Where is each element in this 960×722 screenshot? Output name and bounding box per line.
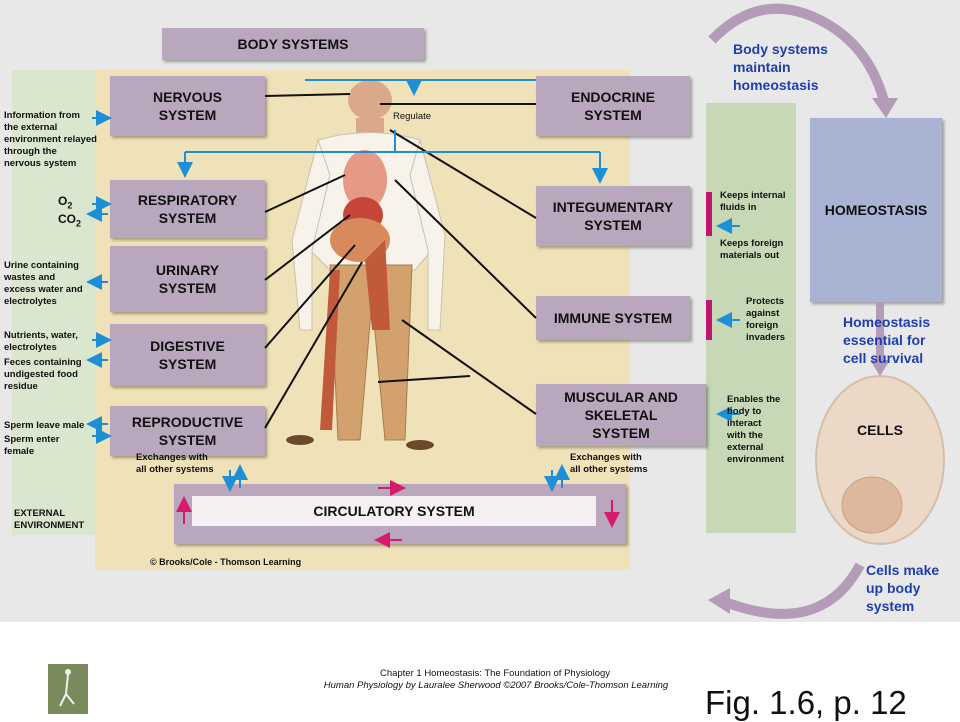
cycle-arrow-top (708, 3, 890, 107)
note-enables: Enables the body to interact with the ex… (727, 394, 785, 465)
note-protects: Protects against foreign invaders (746, 296, 786, 343)
o2-subscript: 2 (67, 200, 73, 211)
footer-thumbnail (48, 664, 88, 714)
note-sperm-leave: Sperm leave male (4, 420, 85, 431)
cycle-makeup-text: Cells make up body system (866, 562, 940, 614)
o2-text: O (58, 194, 68, 208)
cycle-essential-text: Homeostasis essential for cell survival (843, 314, 931, 366)
note-keeps-foreign: Keeps foreign materials out (720, 238, 784, 261)
reproductive-system-box: REPRODUCTIVE SYSTEM (110, 406, 265, 456)
respiratory-system-box: RESPIRATORY SYSTEM (110, 180, 265, 238)
note-urine: Urine containing wastes and excess water… (4, 260, 83, 307)
cycle-arrow-bottom (718, 562, 865, 619)
note-exchanges-left: Exchanges with all other systems (136, 452, 214, 475)
note-co2: CO2 (58, 212, 81, 228)
integumentary-system-box: INTEGUMENTARY SYSTEM (536, 186, 690, 246)
body-systems-title: BODY SYSTEMS (162, 28, 424, 60)
cell-nucleus (841, 476, 903, 534)
note-regulate: Regulate (393, 111, 432, 122)
digestive-system-box: DIGESTIVE SYSTEM (110, 324, 265, 386)
circulatory-system-box: CIRCULATORY SYSTEM (192, 496, 596, 526)
integumentary-marker (706, 192, 712, 236)
circulation-arrows (176, 480, 620, 548)
note-sperm-enter: Sperm enter female (4, 434, 60, 457)
footer-line2: Human Physiology by Lauralee Sherwood ©2… (323, 680, 669, 691)
homeostasis-box: HOMEOSTASIS (810, 118, 942, 302)
note-external-environment: EXTERNAL ENVIRONMENT (14, 508, 85, 531)
figure-reference: Fig. 1.6, p. 12 (705, 684, 907, 721)
human-body-figure (286, 80, 446, 450)
cells-label: CELLS (857, 422, 903, 438)
co2-text: CO (58, 212, 76, 226)
external-environment-strip (12, 70, 96, 535)
copyright-text: © Brooks/Cole - Thomson Learning (150, 557, 302, 567)
footer-line1: Chapter 1 Homeostasis: The Foundation of… (379, 668, 611, 679)
endocrine-system-box: ENDOCRINE SYSTEM (536, 76, 690, 136)
book-cover-icon (59, 669, 75, 707)
note-keeps-internal: Keeps internal fluids in (720, 190, 786, 213)
immune-system-box: IMMUNE SYSTEM (536, 296, 690, 340)
regulate-arrows (177, 79, 608, 492)
note-feces: Feces containing undigested food residue (4, 357, 82, 392)
note-information: Information from the external environmen… (4, 110, 97, 169)
leader-lines (264, 93, 537, 429)
nervous-system-box: NERVOUS SYSTEM (110, 76, 265, 136)
note-exchanges-right: Exchanges with all other systems (570, 452, 648, 475)
urinary-system-box: URINARY SYSTEM (110, 246, 265, 312)
cycle-maintain-text: Body systems maintain homeostasis (733, 41, 828, 93)
muscular-skeletal-system-box: MUSCULAR AND SKELETAL SYSTEM (536, 384, 706, 446)
immune-marker (706, 300, 712, 340)
environment-arrows (86, 110, 740, 444)
note-o2: O2 (58, 194, 72, 210)
co2-subscript: 2 (76, 218, 82, 229)
note-nutrients: Nutrients, water, electrolytes (4, 330, 78, 353)
